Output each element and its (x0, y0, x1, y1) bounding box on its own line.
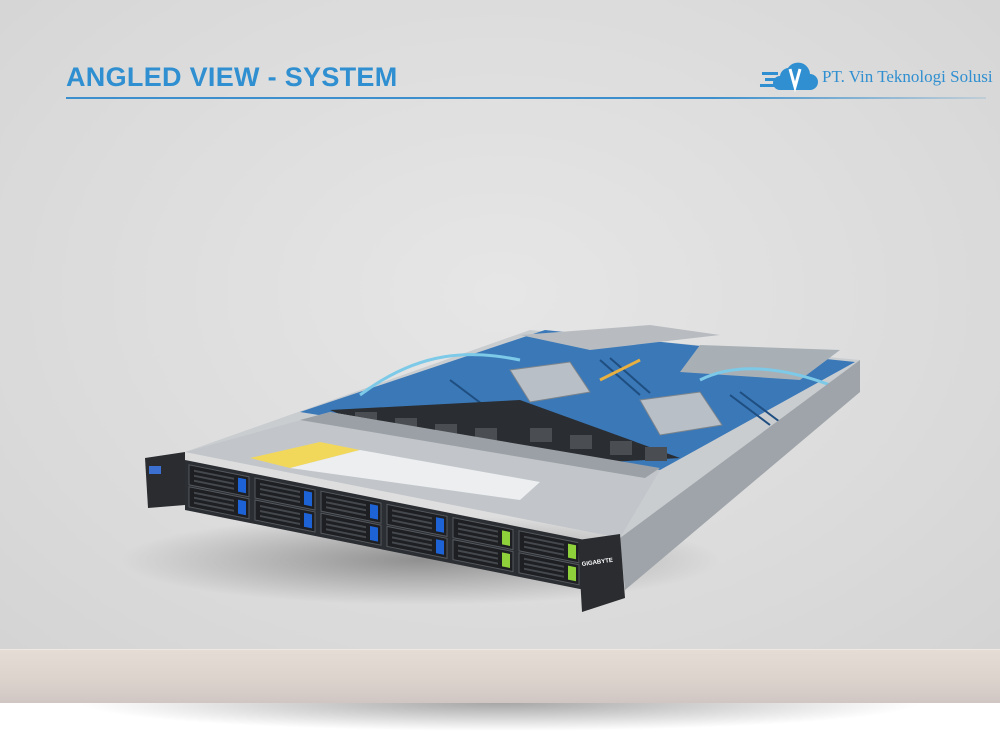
drive-release-tab[interactable] (370, 504, 378, 520)
front-logo: GIGABYTE (581, 558, 613, 568)
psu-area (520, 325, 720, 350)
chassis-side (620, 360, 860, 590)
drive-vent (458, 522, 498, 533)
drive-vent (194, 491, 234, 502)
drive-vent (458, 544, 498, 555)
drive-vent (392, 536, 432, 547)
drive-vent (458, 549, 498, 560)
drive-release-tab[interactable] (568, 565, 576, 582)
warning-label (250, 442, 360, 468)
right-rack-ear (578, 534, 625, 612)
drive-release-tab[interactable] (238, 477, 246, 494)
memory-slots (449, 357, 781, 426)
drive-vent (326, 506, 366, 517)
drive-vent (524, 562, 564, 573)
drive-vent (392, 514, 432, 525)
vent-grille (300, 412, 660, 478)
drive-vent (458, 532, 498, 543)
drive-vent (194, 496, 234, 507)
drive-vent (260, 510, 300, 521)
drive-vent (194, 469, 234, 480)
floor-band (0, 649, 1000, 704)
drive-vent (326, 523, 366, 534)
drive-vent (392, 519, 432, 530)
drive-release-tab[interactable] (304, 490, 312, 507)
drive-vent (524, 557, 564, 568)
drive-vent (524, 540, 564, 551)
drive-vent (194, 479, 234, 490)
drive-vent (326, 501, 366, 512)
cpu-socket-1 (509, 361, 591, 403)
page-title: ANGLED VIEW - SYSTEM (66, 62, 398, 92)
drive-release-tab[interactable] (238, 499, 246, 516)
drive-vent (260, 483, 300, 494)
drive-vent (260, 515, 300, 526)
drive-release-tab[interactable] (502, 552, 510, 569)
brand-name: PT. Vin Teknologi Solusi (822, 67, 993, 86)
drive-vent (524, 545, 564, 556)
drive-release-tab[interactable] (502, 530, 510, 547)
usb-port (149, 466, 161, 474)
drive-release-tab[interactable] (436, 517, 444, 533)
floor-shadow (0, 703, 1000, 750)
drive-vent (458, 554, 498, 565)
drive-vent (392, 541, 432, 552)
drive-vent (260, 488, 300, 499)
drive-release-tab[interactable] (568, 543, 576, 560)
drive-vent (326, 528, 366, 539)
drive-vent (326, 518, 366, 529)
drive-vent (524, 535, 564, 546)
drive-vent (194, 501, 234, 512)
drive-release-tab[interactable] (436, 539, 444, 555)
drive-vent (260, 505, 300, 516)
drive-vent (392, 531, 432, 542)
drive-vent (194, 474, 234, 485)
drive-vent (260, 493, 300, 504)
drive-vent (458, 527, 498, 538)
cpu-socket-2 (639, 391, 723, 436)
left-rack-ear (145, 452, 185, 508)
drive-release-tab[interactable] (304, 512, 312, 529)
service-label (290, 450, 540, 500)
drive-vent (326, 496, 366, 507)
drive-release-tab[interactable] (370, 526, 378, 542)
server-image: GIGABYTE (120, 325, 860, 612)
cloud-logo-icon (760, 62, 818, 93)
cables (359, 353, 831, 397)
brand-logo: PT. Vin Teknologi Solusi (760, 60, 993, 94)
drive-vent (392, 509, 432, 520)
title-divider (66, 97, 986, 99)
drive-vent (524, 567, 564, 578)
fan-row (330, 400, 680, 470)
